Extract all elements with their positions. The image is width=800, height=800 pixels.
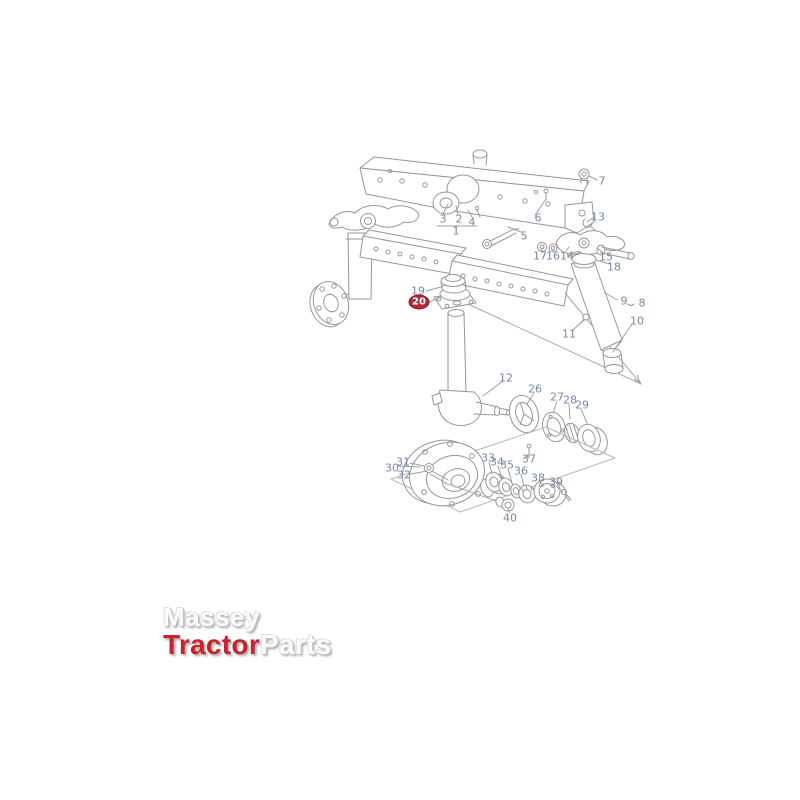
- bolt-part-5: [482, 228, 520, 249]
- brand-word-massey: Massey: [163, 602, 260, 632]
- left-kingpin-assembly: [309, 205, 420, 328]
- brand-logo: Massey TractorParts: [163, 604, 332, 659]
- brand-line-2: TractorParts: [163, 631, 332, 659]
- axle-beam: [359, 229, 574, 307]
- thrust-bearing: [433, 274, 477, 310]
- hub-cap-29: [577, 423, 608, 456]
- cotter-pin-39: [561, 489, 572, 502]
- seal-ring-26: [508, 394, 540, 434]
- clip-part-13: [582, 218, 596, 231]
- wheel-hub: [402, 439, 494, 507]
- brand-word-tractor: Tractor: [163, 629, 261, 660]
- bearing-27: [542, 411, 566, 443]
- nut-40: [444, 482, 515, 512]
- nut-part-7: [578, 168, 590, 184]
- spindle: [431, 309, 510, 426]
- leader-lines: [397, 175, 633, 514]
- brand-word-parts: Parts: [260, 629, 332, 660]
- right-kingpin-assembly: [537, 230, 635, 374]
- front-support-beam: [359, 149, 595, 234]
